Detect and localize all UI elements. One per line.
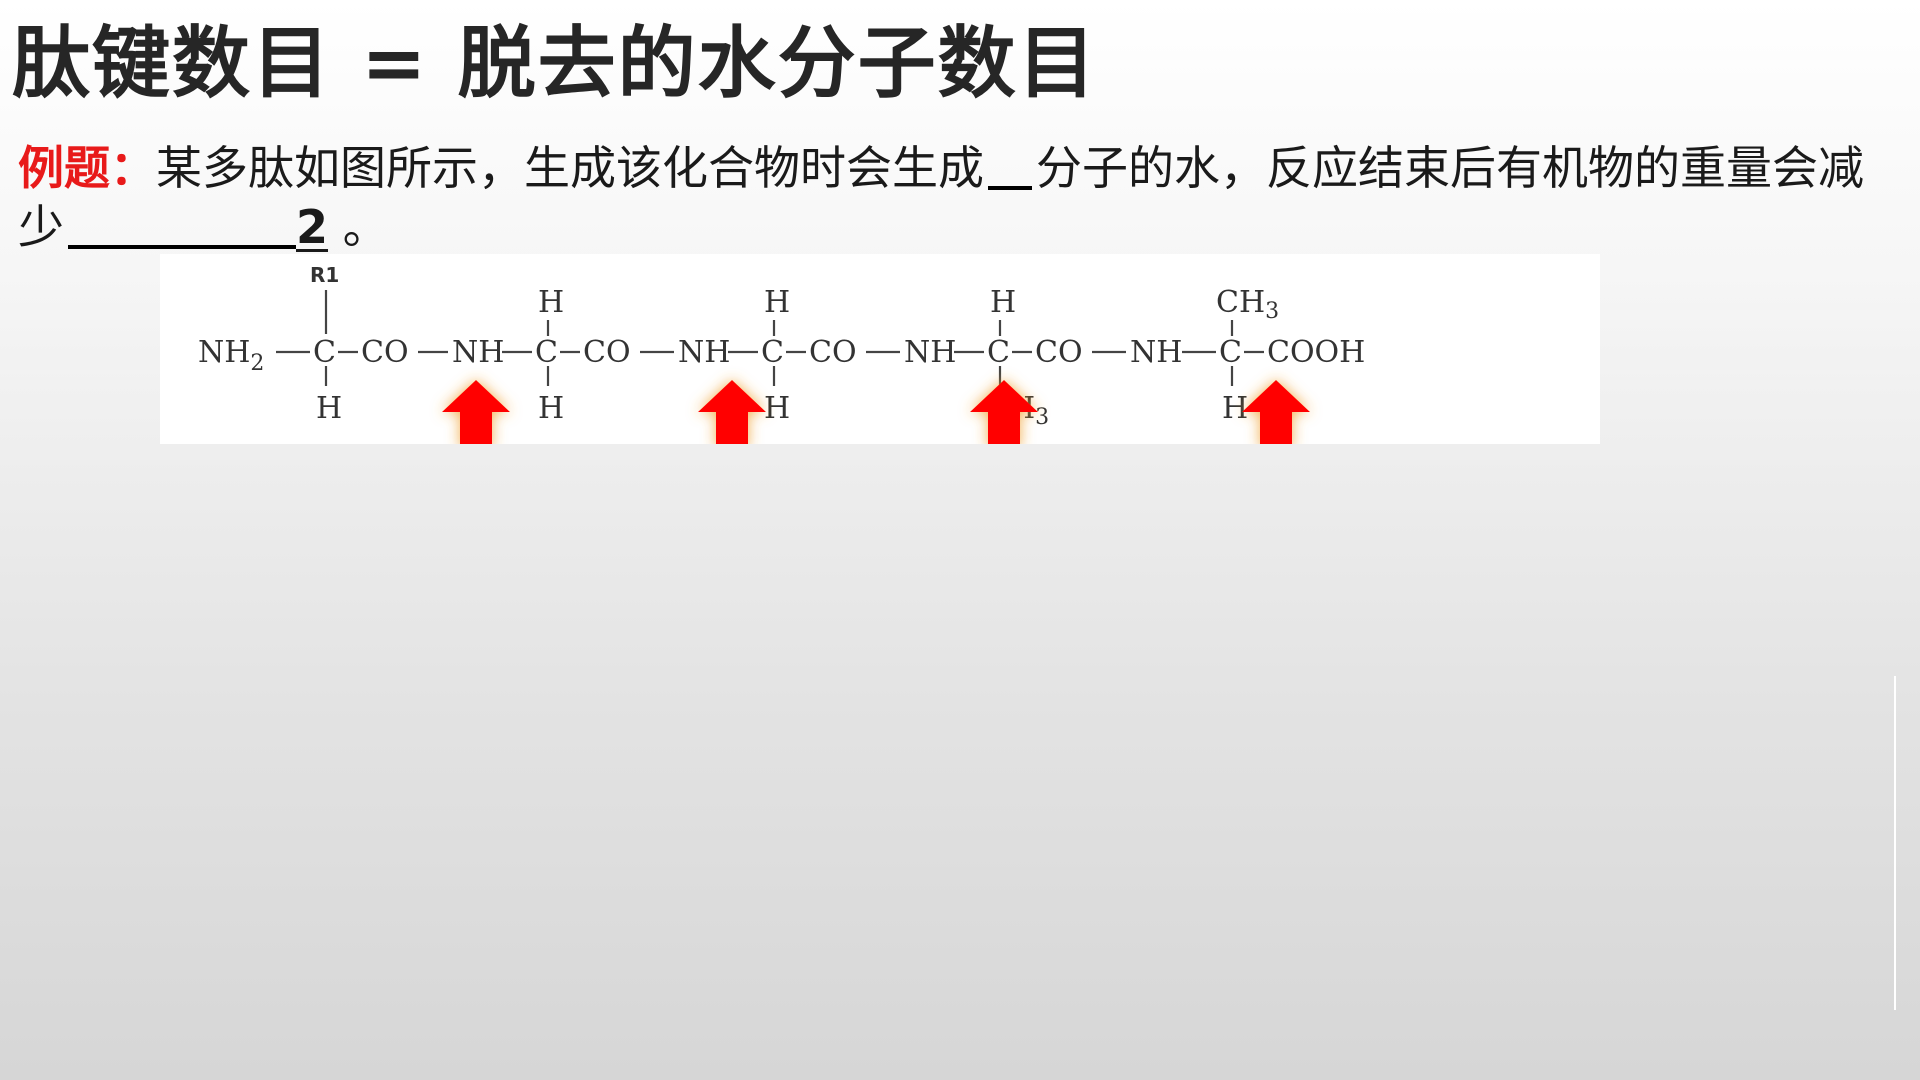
r1-group: R1	[310, 263, 339, 287]
carbon-3: C	[761, 335, 784, 370]
carbon-5: C	[1219, 335, 1242, 370]
question-label: 例题：	[18, 141, 156, 195]
co-group-1: CO	[361, 335, 409, 370]
nh-group-2: NH	[678, 335, 730, 370]
h-atom: H	[1222, 391, 1248, 426]
question-end: 。	[328, 200, 389, 254]
nh-group-4: NH	[1130, 335, 1182, 370]
h-atom: H	[316, 391, 342, 426]
carbon-2: C	[535, 335, 558, 370]
answer-blank-weight[interactable]	[68, 197, 296, 249]
question-text-1: 某多肽如图所示，生成该化合物时会生成	[156, 141, 984, 195]
nh-group-1: NH	[452, 335, 504, 370]
nh2-group: NH2	[198, 335, 264, 376]
co-group-3: CO	[809, 335, 857, 370]
peptide-structure-svg: NH2 C CO NH C CO NH C CO NH C CO NH C CO…	[198, 263, 1365, 444]
carbon-4: C	[987, 335, 1010, 370]
ch3-group: CH3	[1216, 285, 1279, 324]
h-atom: H	[764, 391, 790, 426]
h-atom: H	[990, 285, 1016, 320]
edge-divider	[1894, 676, 1896, 1010]
co-group-4: CO	[1035, 335, 1083, 370]
example-question: 例题：某多肽如图所示，生成该化合物时会生成分子的水，反应结束后有机物的重量会减少…	[18, 138, 1908, 256]
carbon-1: C	[313, 335, 336, 370]
co-group-2: CO	[583, 335, 631, 370]
arrow-up-icon	[970, 380, 1038, 444]
h-atom: H	[538, 285, 564, 320]
answer-value: 2	[296, 200, 329, 254]
answer-blank-water[interactable]	[988, 138, 1032, 190]
arrow-up-icon	[1242, 380, 1310, 444]
cooh-group: COOH	[1267, 335, 1365, 370]
peptide-structure-image: NH2 C CO NH C CO NH C CO NH C CO NH C CO…	[160, 254, 1600, 444]
nh-group-3: NH	[904, 335, 956, 370]
h-atom: H	[538, 391, 564, 426]
question-text-2: 分子的水，反应结束后有机物的重量会减少	[18, 141, 1864, 254]
h-atom: H	[764, 285, 790, 320]
slide-title: 肽键数目 = 脱去的水分子数目	[12, 19, 1098, 109]
arrow-up-icon	[442, 380, 510, 444]
arrow-up-icon	[698, 380, 766, 444]
